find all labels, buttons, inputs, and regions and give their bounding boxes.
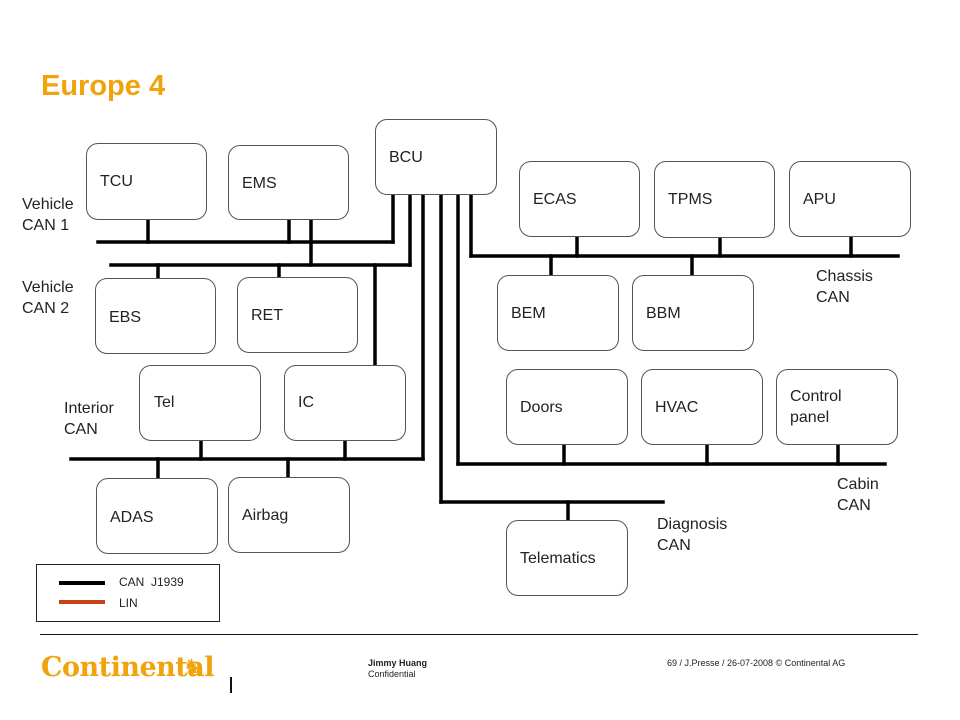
node-label: Airbag xyxy=(242,507,289,524)
node-label: panel xyxy=(790,409,830,426)
node-label: Telematics xyxy=(520,550,596,567)
node-label: BEM xyxy=(511,305,546,322)
bus-label-chassis-can: Chassis CAN xyxy=(816,266,873,308)
legend: CAN J1939 LIN xyxy=(36,564,220,622)
node-label: Tel xyxy=(154,394,175,411)
node-tel: Tel xyxy=(139,365,261,441)
node-label: IC xyxy=(298,394,314,411)
node-tcu: TCU xyxy=(86,143,207,220)
node-label: BCU xyxy=(389,149,423,166)
node-label: Control xyxy=(790,388,842,405)
bus-label-cabin-can: Cabin CAN xyxy=(837,474,879,516)
node-label: Doors xyxy=(520,399,563,416)
node-bem: BEM xyxy=(497,275,619,351)
bus-label-vehicle-can2: Vehicle CAN 2 xyxy=(22,277,74,319)
node-label: EBS xyxy=(109,309,142,326)
bus-label-line: Cabin xyxy=(837,476,879,493)
bus-label-line: Interior xyxy=(64,400,114,417)
bus-label-line: Chassis xyxy=(816,268,873,285)
node-label: APU xyxy=(803,191,836,208)
legend-label-can: CAN J1939 xyxy=(119,575,184,589)
node-ret: RET xyxy=(237,277,358,353)
bus-label-interior-can: Interior CAN xyxy=(64,398,114,440)
footer-marker xyxy=(230,677,232,693)
node-tpms: TPMS xyxy=(654,161,775,238)
page-info: 69 / J.Presse / 26-07-2008 © Continental… xyxy=(667,658,846,668)
bus-label-vehicle-can1: Vehicle CAN 1 xyxy=(22,194,74,236)
legend-swatch-lin xyxy=(59,600,105,604)
node-ems: EMS xyxy=(228,145,349,220)
continental-logo: Continental xyxy=(41,652,215,683)
bus-label-line: CAN 1 xyxy=(22,217,70,234)
node-label: TPMS xyxy=(668,191,713,208)
bus-label-diagnosis-can: Diagnosis CAN xyxy=(657,514,727,556)
footer-divider xyxy=(40,634,918,635)
node-adas: ADAS xyxy=(96,478,218,554)
node-label: BBM xyxy=(646,305,681,322)
bus-label-line: Vehicle xyxy=(22,279,74,296)
node-hvac: HVAC xyxy=(641,369,763,445)
legend-swatch-can xyxy=(59,581,105,585)
node-label: ADAS xyxy=(110,509,154,526)
node-label: ECAS xyxy=(533,191,577,208)
bus-label-line: CAN xyxy=(837,497,871,514)
classification: Confidential xyxy=(368,669,416,679)
node-label: RET xyxy=(251,307,283,324)
node-bbm: BBM xyxy=(632,275,754,351)
footer-author: Jimmy Huang Confidential xyxy=(368,658,427,680)
bus-label-line: Vehicle xyxy=(22,196,74,213)
node-ecas: ECAS xyxy=(519,161,640,237)
node-ic: IC xyxy=(284,365,406,441)
node-apu: APU xyxy=(789,161,911,237)
legend-label-lin: LIN xyxy=(119,596,138,610)
bus-label-line: Diagnosis xyxy=(657,516,728,533)
bus-label-line: CAN 2 xyxy=(22,300,70,317)
bus-label-line: CAN xyxy=(64,421,98,438)
bus-label-line: CAN xyxy=(816,289,850,306)
slide-title: Europe 4 xyxy=(41,70,166,102)
node-doors: Doors xyxy=(506,369,628,445)
node-ebs: EBS xyxy=(95,278,216,354)
node-bcu: BCU xyxy=(375,119,497,195)
node-label: EMS xyxy=(242,175,277,192)
author-name: Jimmy Huang xyxy=(368,658,428,668)
node-telematics: Telematics xyxy=(506,520,628,596)
node-label: HVAC xyxy=(655,399,699,416)
node-control-panel: Control panel xyxy=(776,369,898,445)
bus-label-line: CAN xyxy=(657,537,691,554)
node-airbag: Airbag xyxy=(228,477,350,553)
node-label: TCU xyxy=(100,173,133,190)
horse-icon: ♞ xyxy=(183,656,201,678)
